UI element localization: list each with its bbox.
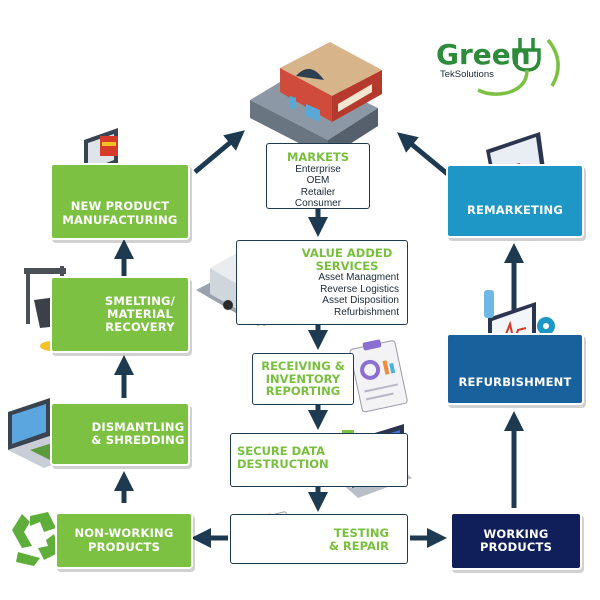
markets-title: MARKETS [286, 150, 350, 164]
receiving-title: INVENTORY [265, 371, 341, 386]
non-working-title: PRODUCTS [87, 539, 161, 554]
dismantling-box: DISMANTLING & SHREDDING [50, 402, 190, 466]
value-added-title: VALUE ADDED [301, 246, 393, 260]
testing-title: TESTING [333, 526, 389, 540]
secure-data-title: SECURE DATA [237, 444, 326, 458]
working-title: PRODUCTS [479, 540, 553, 554]
value-added-box: VALUE ADDED SERVICES Asset Managment Rev… [236, 240, 408, 325]
new-product-title: NEW PRODUCT [70, 199, 170, 214]
smelting-box: SMELTING/ MATERIAL RECOVERY [50, 276, 190, 353]
dismantling-title: & SHREDDING [91, 433, 185, 447]
markets-item: Consumer [294, 198, 342, 210]
working-title: WORKING [483, 526, 549, 541]
arrow-newproduct-to-market [193, 130, 245, 174]
testing-box: TESTING & REPAIR [230, 514, 408, 564]
receiving-title: RECEIVING & [261, 359, 345, 373]
value-added-item: Refurbishment [333, 306, 399, 318]
arrow-remarketing-to-market [397, 132, 452, 178]
working-box: WORKING PRODUCTS [450, 512, 582, 570]
markets-item: Retailer [300, 186, 336, 198]
receiving-title: REPORTING [265, 384, 341, 399]
smelting-title: MATERIAL [106, 306, 174, 321]
refurbishment-box: REFURBISHMENT [446, 333, 584, 405]
smelting-title: SMELTING/ [104, 293, 176, 308]
new-product-title: MANUFACTURING [62, 212, 178, 227]
remarketing-title: REMARKETING [466, 203, 564, 218]
non-working-title: NON-WORKING [74, 526, 174, 541]
markets-box: MARKETS Enterprise OEM Retailer Consumer [266, 143, 370, 209]
value-added-item: Asset Disposition [322, 295, 399, 307]
value-added-item: Reverse Logistics [320, 283, 399, 295]
refurbishment-title: REFURBISHMENT [458, 375, 572, 390]
markets-item: OEM [306, 175, 330, 187]
receiving-box: RECEIVING & INVENTORY REPORTING [252, 353, 354, 405]
testing-title: & REPAIR [328, 538, 389, 553]
secure-data-box: SECURE DATA DESTRUCTION [230, 433, 408, 487]
dismantling-title: DISMANTLING [91, 419, 185, 434]
smelting-title: RECOVERY [105, 320, 175, 335]
remarketing-box: REMARKETING [446, 164, 584, 238]
secure-data-title: DESTRUCTION [237, 456, 329, 471]
new-product-box: NEW PRODUCT MANUFACTURING [50, 163, 190, 240]
value-added-title: SERVICES [315, 258, 379, 273]
value-added-item: Asset Managment [318, 272, 399, 284]
non-working-box: NON-WORKING PRODUCTS [55, 512, 193, 569]
markets-item: Enterprise [295, 163, 341, 175]
